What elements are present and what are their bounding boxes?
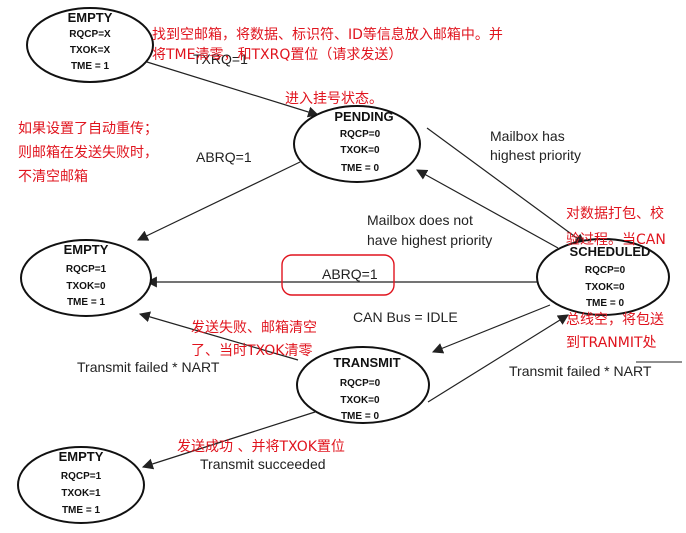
note-retransmit-line-3: 不清空邮箱 xyxy=(18,169,88,185)
state-empty-mid-title: EMPTY xyxy=(64,242,109,257)
state-transmit-tme: TME = 0 xyxy=(341,411,380,422)
state-empty-mid-rqcp: RQCP=1 xyxy=(66,264,107,275)
arrow-transmit-to-scheduled xyxy=(427,314,569,403)
state-empty-mid: EMPTY RQCP=1 TXOK=0 TME = 1 xyxy=(20,239,152,317)
state-scheduled-title: SCHEDULED xyxy=(570,244,651,259)
note-top-line-1: 找到空邮箱，将数据、标识符、ID等信息放入邮箱中。并 xyxy=(152,27,503,43)
state-empty-top-tme: TME = 1 xyxy=(71,61,110,72)
note-failed: 发送失败、邮箱清空 了、当时TXOK清零 xyxy=(191,317,317,363)
label-mailbox-not-2: have highest priority xyxy=(367,232,492,248)
label-can-bus-idle: CAN Bus = IDLE xyxy=(353,309,458,325)
note-bus-idle-line-1: 总线空，将包送 xyxy=(566,312,664,328)
note-retransmit-line-2: 则邮箱在发送失败时， xyxy=(18,145,158,161)
arrow-transmit-to-empty xyxy=(138,311,299,361)
state-pending: PENDING RQCP=0 TXOK=0 TME = 0 xyxy=(293,105,421,183)
note-pack-line-2: 验过程。当CAN xyxy=(566,232,666,248)
label-txrq: TXRQ=1 xyxy=(193,51,248,67)
state-empty-top-title: EMPTY xyxy=(68,10,113,25)
note-top-line-2: 将TME清零，和TXRQ置位（请求发送） xyxy=(152,47,403,63)
state-empty-top: EMPTY RQCP=X TXOK=X TME = 1 xyxy=(26,7,154,83)
state-transmit-txok: TXOK=0 xyxy=(340,395,380,406)
state-empty-bottom-tme: TME = 1 xyxy=(62,505,101,516)
arrow-pending-to-empty xyxy=(137,161,301,241)
label-mailbox-not-1: Mailbox does not xyxy=(367,212,473,228)
state-empty-bottom: EMPTY RQCP=1 TXOK=1 TME = 1 xyxy=(17,446,145,524)
state-transmit-title: TRANSMIT xyxy=(333,355,400,370)
label-transmit-succeeded: Transmit succeeded xyxy=(200,456,326,472)
arrow-transmit-to-empty-bottom xyxy=(141,411,316,470)
note-success: 发送成功 、并将TXOK置位 xyxy=(177,439,345,455)
state-pending-tme: TME = 0 xyxy=(341,163,380,174)
note-pack-line-1: 对数据打包、校 xyxy=(566,206,664,222)
state-empty-bottom-rqcp: RQCP=1 xyxy=(61,471,102,482)
state-pending-rqcp: RQCP=0 xyxy=(340,129,381,140)
state-empty-top-txok: TXOK=X xyxy=(70,45,111,56)
state-empty-bottom-txok: TXOK=1 xyxy=(61,488,101,499)
state-empty-top-rqcp: RQCP=X xyxy=(69,29,111,40)
arrow-scheduled-to-transmit xyxy=(431,304,551,354)
label-abrq-scheduled: ABRQ=1 xyxy=(322,266,378,282)
state-scheduled-rqcp: RQCP=0 xyxy=(585,265,626,276)
state-transmit: TRANSMIT RQCP=0 TXOK=0 TME = 0 xyxy=(296,346,430,424)
note-bus-idle: 总线空，将包送 到TRANMIT处 xyxy=(566,309,664,355)
note-pending: 进入挂号状态。 xyxy=(285,91,383,107)
note-failed-line-1: 发送失败、邮箱清空 xyxy=(191,320,317,336)
note-top: 找到空邮箱，将数据、标识符、ID等信息放入邮箱中。并 将TME清零，和TXRQ置… xyxy=(152,25,503,65)
label-mailbox-has-1: Mailbox has xyxy=(490,128,565,144)
note-retransmit: 如果设置了自动重传； 则邮箱在发送失败时， 不清空邮箱 xyxy=(18,117,158,189)
state-empty-bottom-title: EMPTY xyxy=(59,449,104,464)
state-pending-txok: TXOK=0 xyxy=(340,145,380,156)
state-scheduled-txok: TXOK=0 xyxy=(585,282,625,293)
label-mailbox-has-2: highest priority xyxy=(490,147,581,163)
state-empty-mid-tme: TME = 1 xyxy=(67,297,106,308)
note-retransmit-line-1: 如果设置了自动重传； xyxy=(18,121,158,137)
arrow-scheduled-to-pending xyxy=(416,169,559,249)
abrq-highlight xyxy=(281,254,395,296)
label-transmit-failed-right: Transmit failed * NART xyxy=(509,363,652,379)
arrow-pending-to-scheduled xyxy=(426,127,586,245)
state-scheduled: SCHEDULED RQCP=0 TXOK=0 TME = 0 xyxy=(536,238,670,316)
note-failed-line-2: 了、当时TXOK清零 xyxy=(191,343,313,359)
state-empty-mid-txok: TXOK=0 xyxy=(66,281,106,292)
label-abrq-pending: ABRQ=1 xyxy=(196,149,252,165)
label-transmit-failed-left: Transmit failed * NART xyxy=(77,359,220,375)
arrow-empty-to-pending xyxy=(146,61,320,118)
state-transmit-rqcp: RQCP=0 xyxy=(340,378,381,389)
state-pending-title: PENDING xyxy=(334,109,393,124)
state-scheduled-tme: TME = 0 xyxy=(586,298,625,309)
note-pack: 对数据打包、校 验过程。当CAN xyxy=(566,201,666,253)
note-bus-idle-line-2: 到TRANMIT处 xyxy=(566,335,657,351)
